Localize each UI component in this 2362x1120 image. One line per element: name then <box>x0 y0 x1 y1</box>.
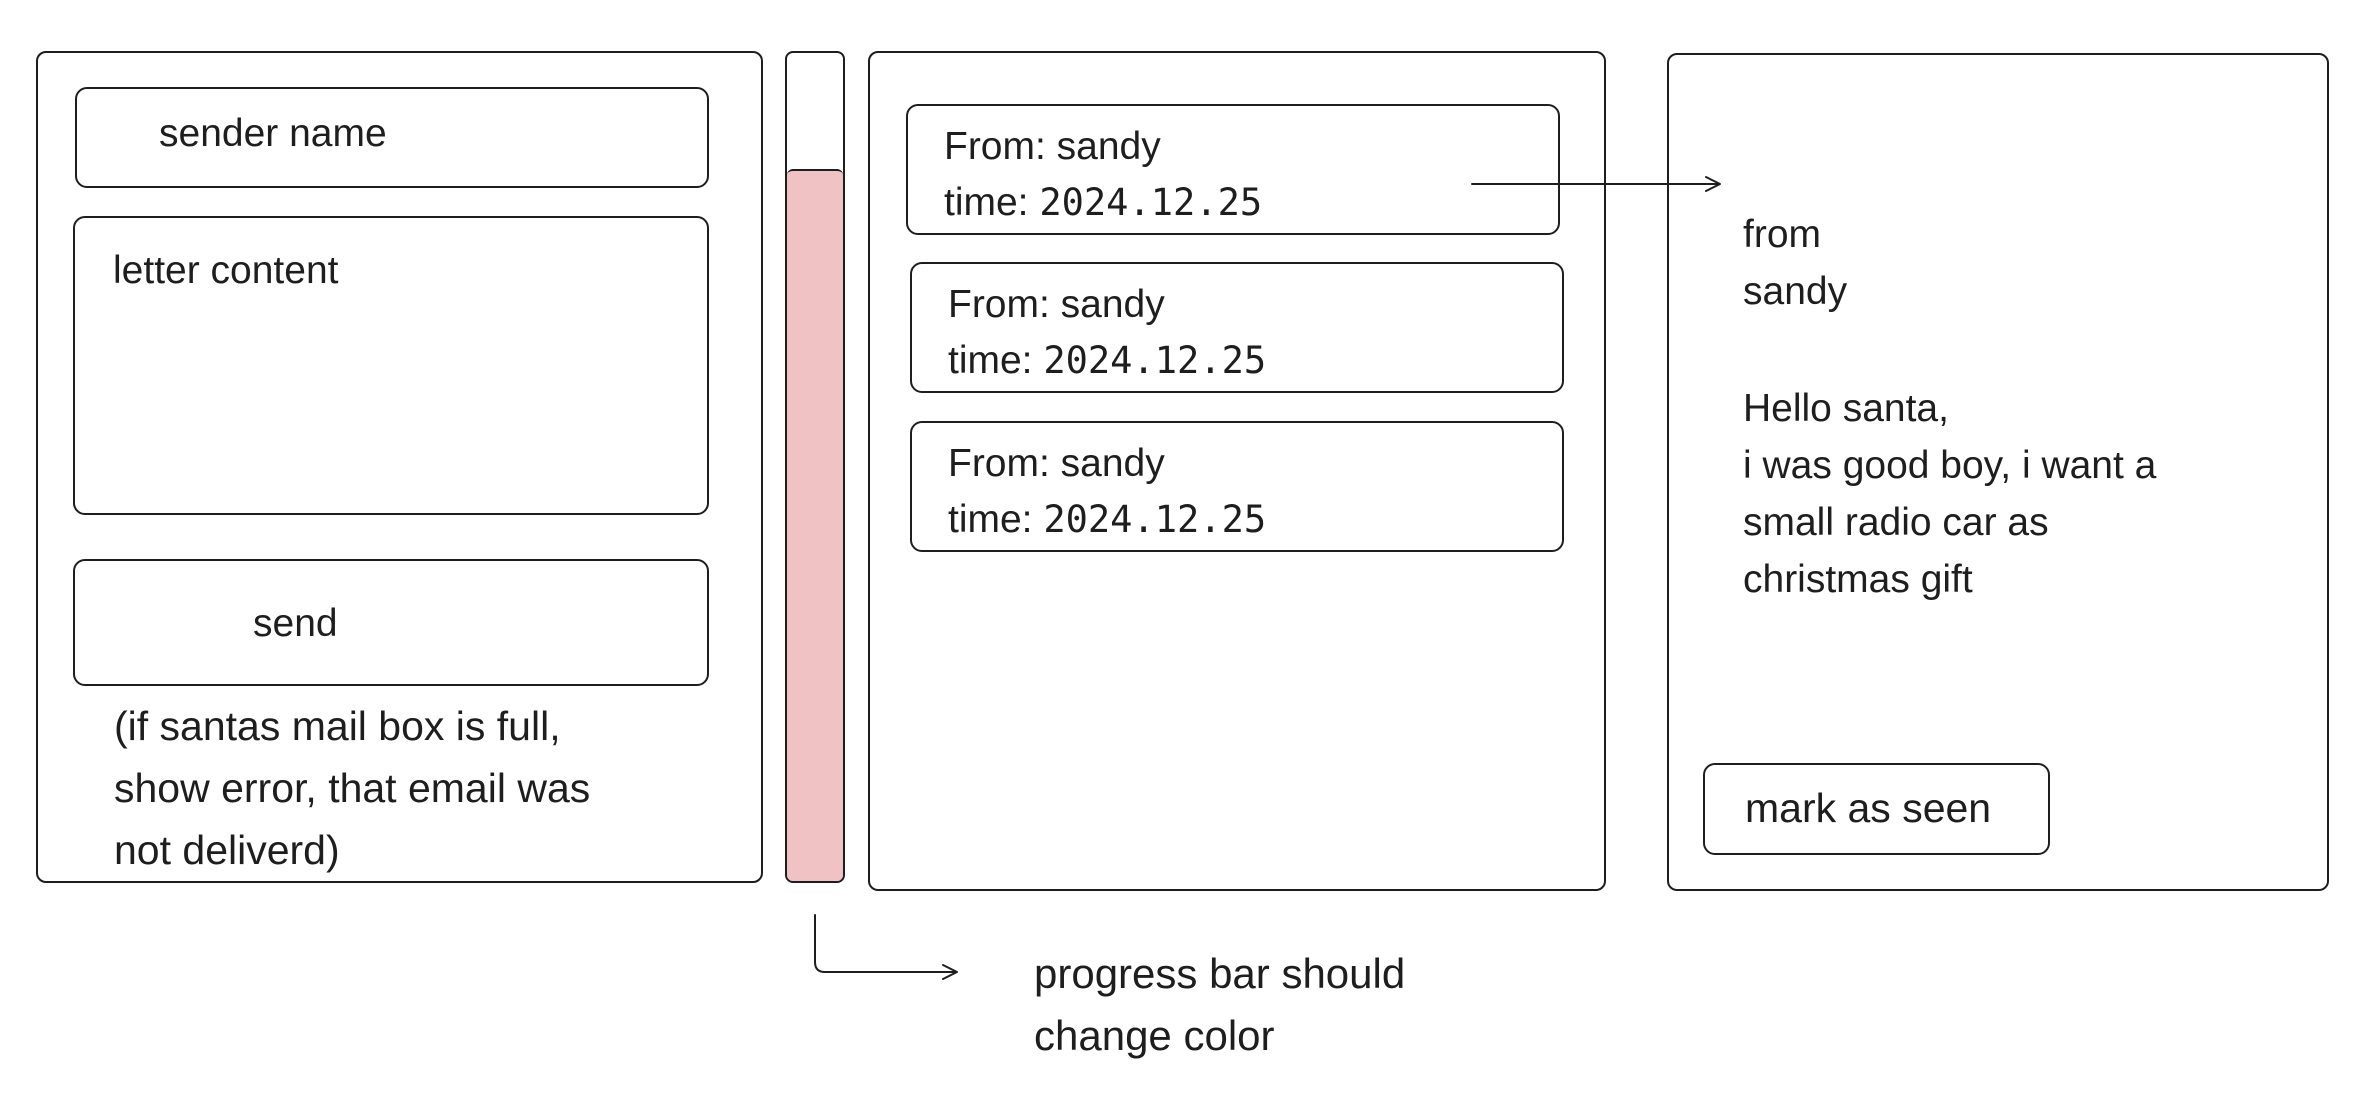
sender-name-placeholder: sender name <box>159 112 387 155</box>
letter-content-textarea[interactable]: letter content <box>73 216 709 515</box>
message-time-label: time: <box>948 498 1044 541</box>
inbox-message[interactable]: From: sandy time: 2024.12.25 <box>910 262 1564 393</box>
message-time-value: 2024.12.25 <box>1043 498 1267 541</box>
message-time: time: 2024.12.25 <box>948 491 1266 548</box>
message-time-value: 2024.12.25 <box>1043 339 1267 382</box>
letter-content-placeholder: letter content <box>113 249 339 292</box>
message-time-label: time: <box>944 181 1040 224</box>
send-button-label: send <box>253 602 338 645</box>
error-note: (if santas mail box is full, show error,… <box>114 703 591 873</box>
progress-note-arrowhead <box>942 964 958 980</box>
mark-as-seen-button[interactable]: mark as seen <box>1703 763 2050 855</box>
message-time-value: 2024.12.25 <box>1039 181 1263 224</box>
detail-from-label: from <box>1743 213 1821 256</box>
inbox-message[interactable]: From: sandy time: 2024.12.25 <box>906 104 1560 235</box>
mailbox-progress-fill <box>787 168 843 881</box>
letter-detail-panel <box>1667 53 2329 891</box>
message-from: From: sandy <box>948 442 1165 485</box>
message-time: time: 2024.12.25 <box>948 332 1266 389</box>
message-from: From: sandy <box>948 283 1165 326</box>
send-button[interactable]: send <box>73 559 709 686</box>
sender-name-input[interactable]: sender name <box>75 87 709 188</box>
progress-note-arrow <box>814 914 956 973</box>
mark-as-seen-label: mark as seen <box>1745 785 1992 831</box>
message-time-label: time: <box>948 339 1044 382</box>
mailbox-progress-bar <box>785 51 845 883</box>
progress-note: progress bar should change color <box>1034 950 1406 1059</box>
message-time: time: 2024.12.25 <box>944 174 1262 231</box>
detail-from-name: sandy <box>1743 270 1848 313</box>
detail-letter-body: Hello santa, i was good boy, i want a sm… <box>1743 387 2157 601</box>
message-from: From: sandy <box>944 125 1161 168</box>
inbox-message[interactable]: From: sandy time: 2024.12.25 <box>910 421 1564 552</box>
